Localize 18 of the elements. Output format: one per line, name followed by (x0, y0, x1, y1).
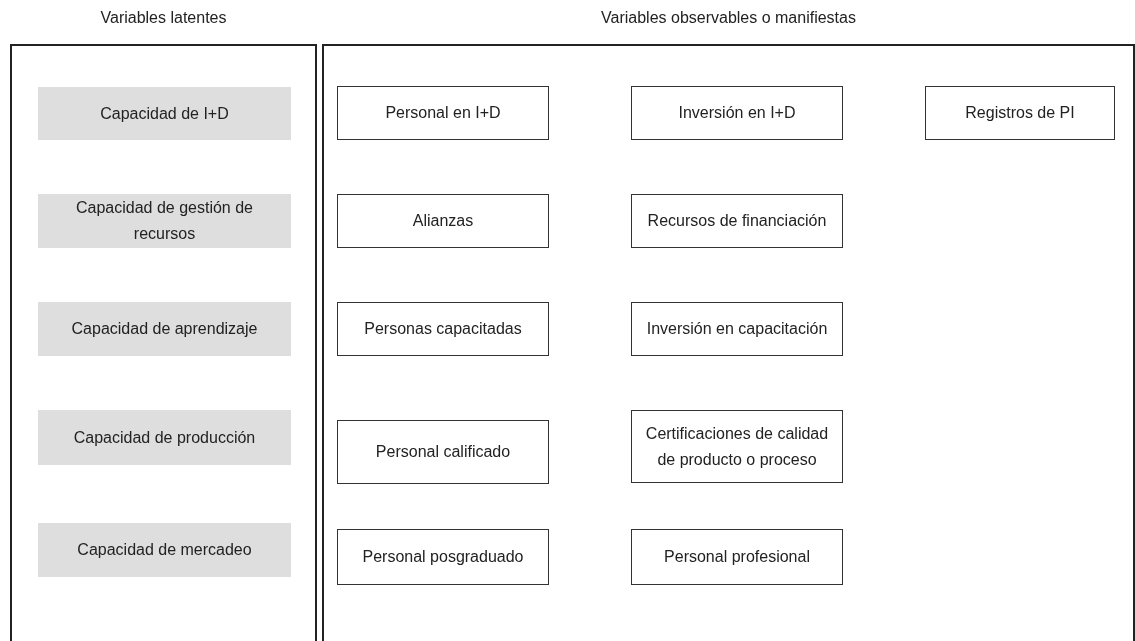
observable-variable-box: Personal posgraduado (337, 529, 549, 585)
observable-variable-box: Recursos de financiación (631, 194, 843, 248)
observable-variable-box: Personal en I+D (337, 86, 549, 140)
observable-variable-box: Personas capacitadas (337, 302, 549, 356)
latent-variable-box: Capacidad de mercadeo (38, 523, 291, 577)
latent-variable-box: Capacidad de producción (38, 410, 291, 465)
column-heading: Variables latentes (100, 9, 227, 26)
observable-variable-box: Inversión en capacitación (631, 302, 843, 356)
latent-variable-box: Capacidad de gestión de recursos (38, 194, 291, 248)
latent-variable-box: Capacidad de aprendizaje (38, 302, 291, 356)
observable-variable-box: Inversión en I+D (631, 86, 843, 140)
column-heading: Variables observables o manifiestas (601, 9, 856, 26)
observable-variable-box: Certificaciones de calidad de producto o proceso (631, 410, 843, 483)
observable-variable-box: Alianzas (337, 194, 549, 248)
observable-variable-box: Registros de PI (925, 86, 1115, 140)
observable-variable-box: Personal profesional (631, 529, 843, 585)
observable-variable-box: Personal calificado (337, 420, 549, 484)
latent-variable-box: Capacidad de I+D (38, 87, 291, 140)
